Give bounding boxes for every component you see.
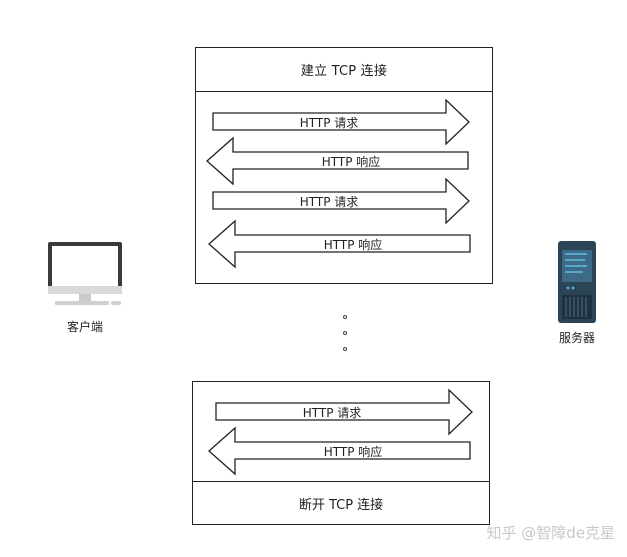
left-arrow-icon xyxy=(208,426,471,476)
client-node: 客户端 xyxy=(45,240,125,335)
ellipsis-dot xyxy=(343,331,347,335)
close-panel-title: 断开 TCP 连接 xyxy=(193,481,489,524)
ellipsis: 。。。 xyxy=(340,312,350,354)
arrow-label: HTTP 请求 xyxy=(299,115,359,130)
right-arrow-icon xyxy=(215,388,473,436)
connect-panel-title: 建立 TCP 连接 xyxy=(196,48,492,92)
server-node: 服务器 xyxy=(537,240,617,350)
right-arrow-icon xyxy=(212,177,470,225)
left-arrow-icon xyxy=(206,136,469,186)
left-arrow-icon xyxy=(208,219,471,269)
arrow-response-1: HTTP 响应 xyxy=(206,136,469,186)
arrow-label: HTTP 响应 xyxy=(323,237,383,252)
server-label: 服务器 xyxy=(558,331,595,345)
server-icon xyxy=(558,241,596,323)
arrow-request-1: HTTP 请求 xyxy=(212,98,470,146)
watermark: 知乎 @智障de克星 xyxy=(486,524,615,542)
computer-icon xyxy=(47,240,123,312)
ellipsis-dot xyxy=(343,315,347,319)
arrow-label: HTTP 请求 xyxy=(302,405,362,420)
arrow-label: HTTP 响应 xyxy=(321,154,381,169)
client-label: 客户端 xyxy=(66,320,103,334)
ellipsis-dot xyxy=(343,347,347,351)
arrow-label: HTTP 请求 xyxy=(299,194,359,209)
connect-panel: 建立 TCP 连接 HTTP 请求 HTTP 响应 HTTP 请求 HTTP 响… xyxy=(195,47,493,284)
arrow-label: HTTP 响应 xyxy=(323,444,383,459)
arrow-response-2: HTTP 响应 xyxy=(208,219,471,269)
right-arrow-icon xyxy=(212,98,470,146)
arrow-request-3: HTTP 请求 xyxy=(215,388,473,436)
arrow-request-2: HTTP 请求 xyxy=(212,177,470,225)
arrow-response-3: HTTP 响应 xyxy=(208,426,471,476)
close-panel: HTTP 请求 HTTP 响应 断开 TCP 连接 xyxy=(192,381,490,525)
